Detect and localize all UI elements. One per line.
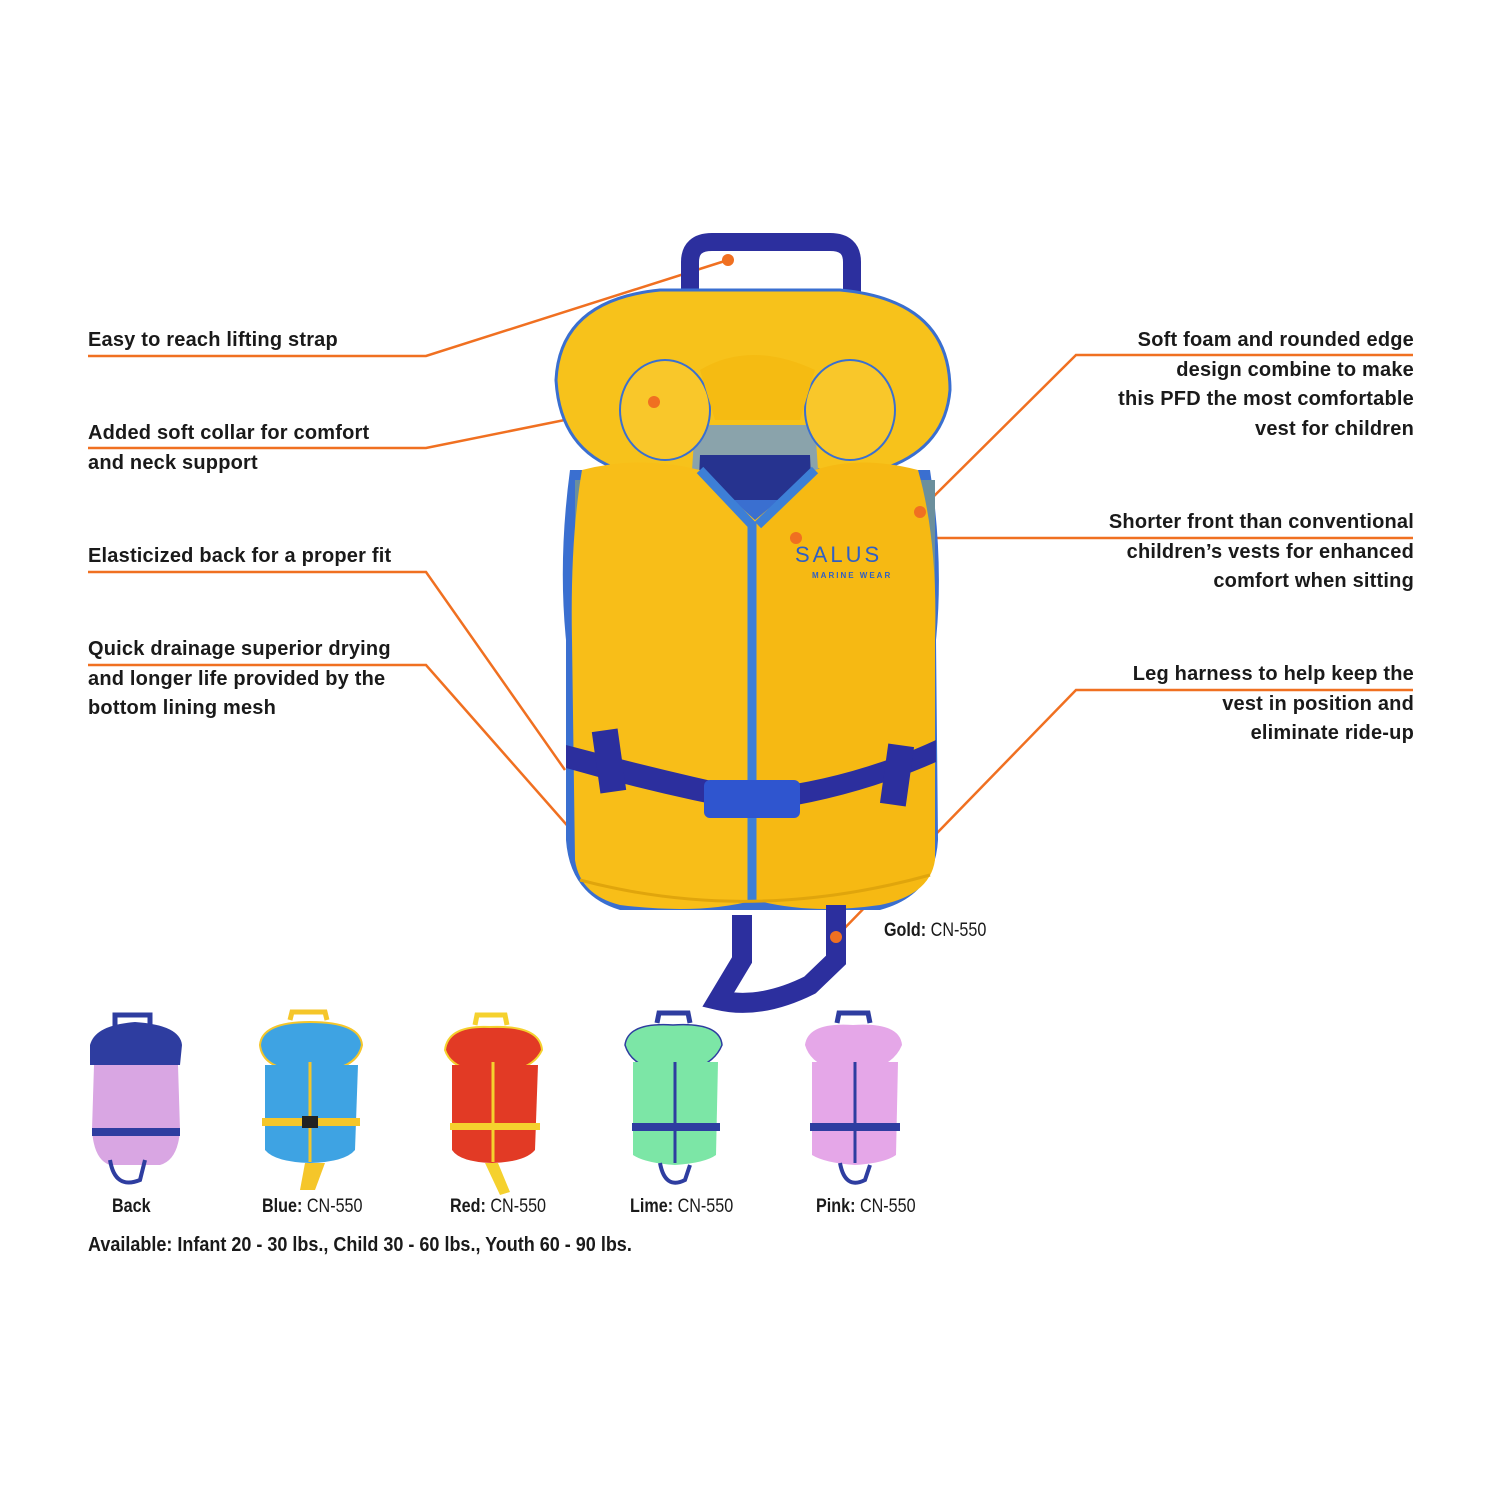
leg-harness-icon — [702, 905, 846, 1013]
callout-soft-foam: Soft foam and rounded edge design combin… — [1118, 329, 1414, 440]
callout-soft-collar: Added soft collar for comfort and neck s… — [88, 422, 370, 474]
variant-label-lime: Lime: CN-550 — [630, 1196, 734, 1217]
svg-text:MARINE WEAR: MARINE WEAR — [812, 571, 892, 580]
callout-shorter-front: Shorter front than conventional children… — [1108, 511, 1414, 592]
variant-pink-thumbnail — [805, 1010, 902, 1185]
callout-leg-harness: Leg harness to help keep the vest in pos… — [1132, 663, 1414, 744]
variant-back-thumbnail — [90, 1012, 182, 1185]
variant-label-red: Red: CN-550 — [450, 1196, 547, 1217]
main-product-label: Gold: CN-550 — [884, 920, 987, 941]
brand-logo: SALUS — [795, 542, 882, 567]
callout-elasticized-back: Elasticized back for a proper fit — [88, 545, 392, 567]
variant-blue-thumbnail — [258, 1009, 364, 1190]
variant-lime-thumbnail — [624, 1010, 723, 1185]
callout-drainage-mesh: Quick drainage superior drying and longe… — [88, 638, 391, 719]
variant-label-pink: Pink: CN-550 — [816, 1196, 916, 1217]
lifting-strap-icon — [681, 233, 861, 300]
callout-lifting-strap: Easy to reach lifting strap — [88, 329, 338, 351]
variant-label-back: Back — [112, 1196, 151, 1217]
availability-text: Available: Infant 20 - 30 lbs., Child 30… — [88, 1234, 632, 1256]
variant-red-thumbnail — [443, 1012, 544, 1195]
buckle-icon — [704, 780, 800, 818]
variant-label-blue: Blue: CN-550 — [262, 1196, 363, 1217]
